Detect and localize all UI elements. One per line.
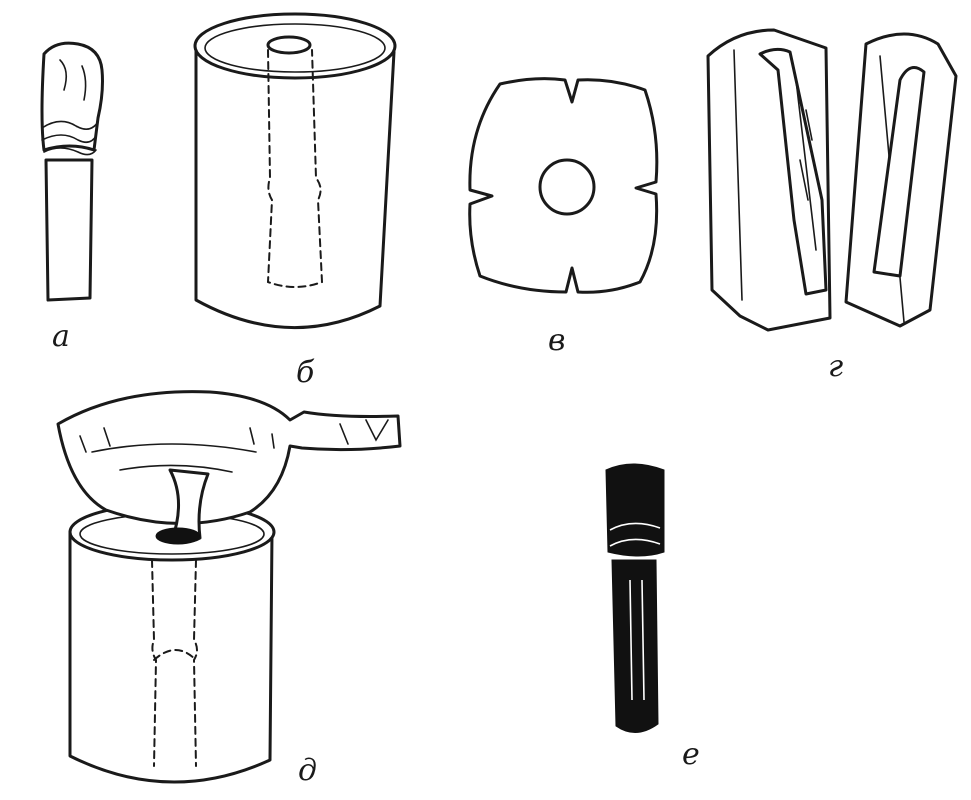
panel-d-pouring	[56, 390, 402, 784]
label-v: в	[548, 323, 565, 358]
panel-a-wax-model	[40, 41, 104, 302]
panel-e-finished-casting	[605, 463, 665, 733]
label-e: е	[682, 737, 700, 772]
label-b: б	[296, 355, 315, 390]
panel-g-split-mold	[706, 28, 958, 332]
label-a: а	[52, 319, 70, 354]
panel-b-investment-cylinder	[193, 12, 397, 330]
label-d: д	[298, 753, 317, 788]
label-g: г	[828, 349, 843, 384]
panel-v-cross-section	[468, 77, 659, 294]
